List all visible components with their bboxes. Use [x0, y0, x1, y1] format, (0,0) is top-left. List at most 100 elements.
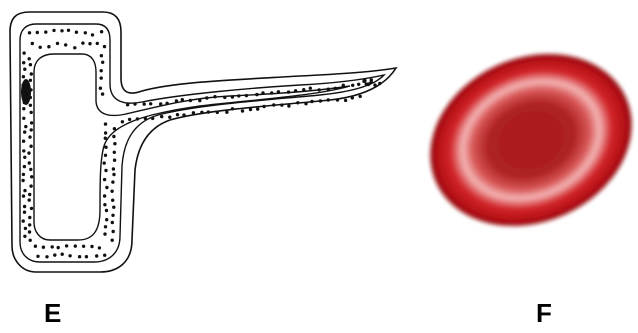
granule-dot [104, 154, 107, 157]
granule-dot [90, 245, 93, 248]
granule-dot [99, 87, 102, 90]
granule-dot [22, 51, 25, 54]
granule-dot [223, 96, 226, 99]
granule-dot [200, 111, 203, 114]
granule-dot [75, 31, 78, 34]
granule-dot [60, 29, 63, 32]
granule-dot [56, 42, 59, 45]
granule-dot [68, 254, 71, 257]
granule-dot [22, 140, 25, 143]
granule-dot [23, 68, 26, 71]
granule-dot [23, 235, 26, 238]
granule-dot [105, 186, 108, 189]
granule-dot [231, 95, 234, 98]
granule-dot [21, 84, 24, 87]
granule-dot [24, 125, 27, 128]
granule-dot [23, 165, 26, 168]
granule-dot [29, 79, 32, 82]
granule-dot [45, 255, 48, 258]
granule-dot [287, 104, 290, 107]
granule-dot [105, 209, 108, 212]
figure-label-f: F [536, 300, 552, 326]
granule-dot [113, 142, 116, 145]
granule-dot [111, 221, 114, 224]
granule-dot [23, 189, 26, 192]
granule-dot [29, 168, 32, 171]
rbc-body [403, 23, 638, 257]
granule-dot [29, 184, 32, 187]
granule-dot [277, 90, 280, 93]
granule-dot [23, 101, 26, 104]
granule-dot [73, 46, 76, 49]
granule-dot [231, 107, 234, 110]
granule-dot [342, 84, 345, 87]
granule-dot [327, 98, 330, 101]
granule-dot [351, 84, 354, 87]
granule-dot [112, 135, 115, 138]
granule-dot [112, 230, 115, 233]
granule-dot [327, 88, 330, 91]
granule-dot [103, 161, 106, 164]
granule-dot [28, 198, 31, 201]
granule-dot [151, 117, 154, 120]
granule-dot [24, 227, 27, 230]
granule-dot [57, 246, 60, 249]
granule-dot [126, 103, 129, 106]
granule-dot [22, 61, 25, 64]
figure-e-cell-diagram [10, 12, 396, 272]
granule-dot [84, 31, 87, 34]
granule-dot [237, 94, 240, 97]
granule-dot [104, 146, 107, 149]
granule-dot [23, 205, 26, 208]
granule-dot [103, 254, 106, 257]
granule-dot [128, 118, 131, 121]
granule-dot [213, 95, 216, 98]
granule-dot [143, 102, 146, 105]
granule-dot [95, 254, 98, 257]
granule-dot [198, 99, 201, 102]
granule-dot [111, 214, 114, 217]
granule-dot [160, 115, 163, 118]
granule-dot [22, 107, 25, 110]
granule-dot [175, 99, 178, 102]
granule-dot [249, 108, 252, 111]
granule-dot [29, 104, 32, 107]
granule-dot [85, 255, 88, 258]
granule-dot [30, 111, 33, 114]
granule-dot [101, 92, 104, 95]
granule-dot [272, 103, 275, 106]
granule-dot [61, 253, 64, 256]
granule-dot [28, 216, 31, 219]
granule-dot [104, 122, 107, 125]
figure-label-e: E [44, 300, 61, 326]
granule-dot [44, 30, 47, 33]
granule-dot [23, 211, 26, 214]
granule-dot [304, 102, 307, 105]
granule-dot [113, 151, 116, 154]
granule-dot [280, 103, 283, 106]
granule-dot [111, 180, 114, 183]
granule-dot [256, 107, 259, 110]
granule-dot [22, 219, 25, 222]
granule-dot [159, 102, 162, 105]
granule-dot [30, 121, 33, 124]
granule-dot [309, 87, 312, 90]
granule-dot [334, 87, 337, 90]
granule-dot [39, 46, 42, 49]
granule-dot [362, 80, 365, 83]
granule-dot [22, 194, 25, 197]
granule-dot [149, 102, 152, 105]
granule-dot [67, 29, 70, 32]
granule-dot [181, 98, 184, 101]
granule-dot [100, 76, 103, 79]
granule-dot [103, 232, 106, 235]
granule-dot [98, 246, 101, 249]
granule-dot [112, 167, 115, 170]
granule-dot [113, 159, 116, 162]
granule-dot [29, 239, 32, 242]
granule-dot [370, 78, 373, 81]
granule-dot [105, 218, 108, 221]
granule-dot [113, 127, 116, 130]
granule-dot [302, 88, 305, 91]
